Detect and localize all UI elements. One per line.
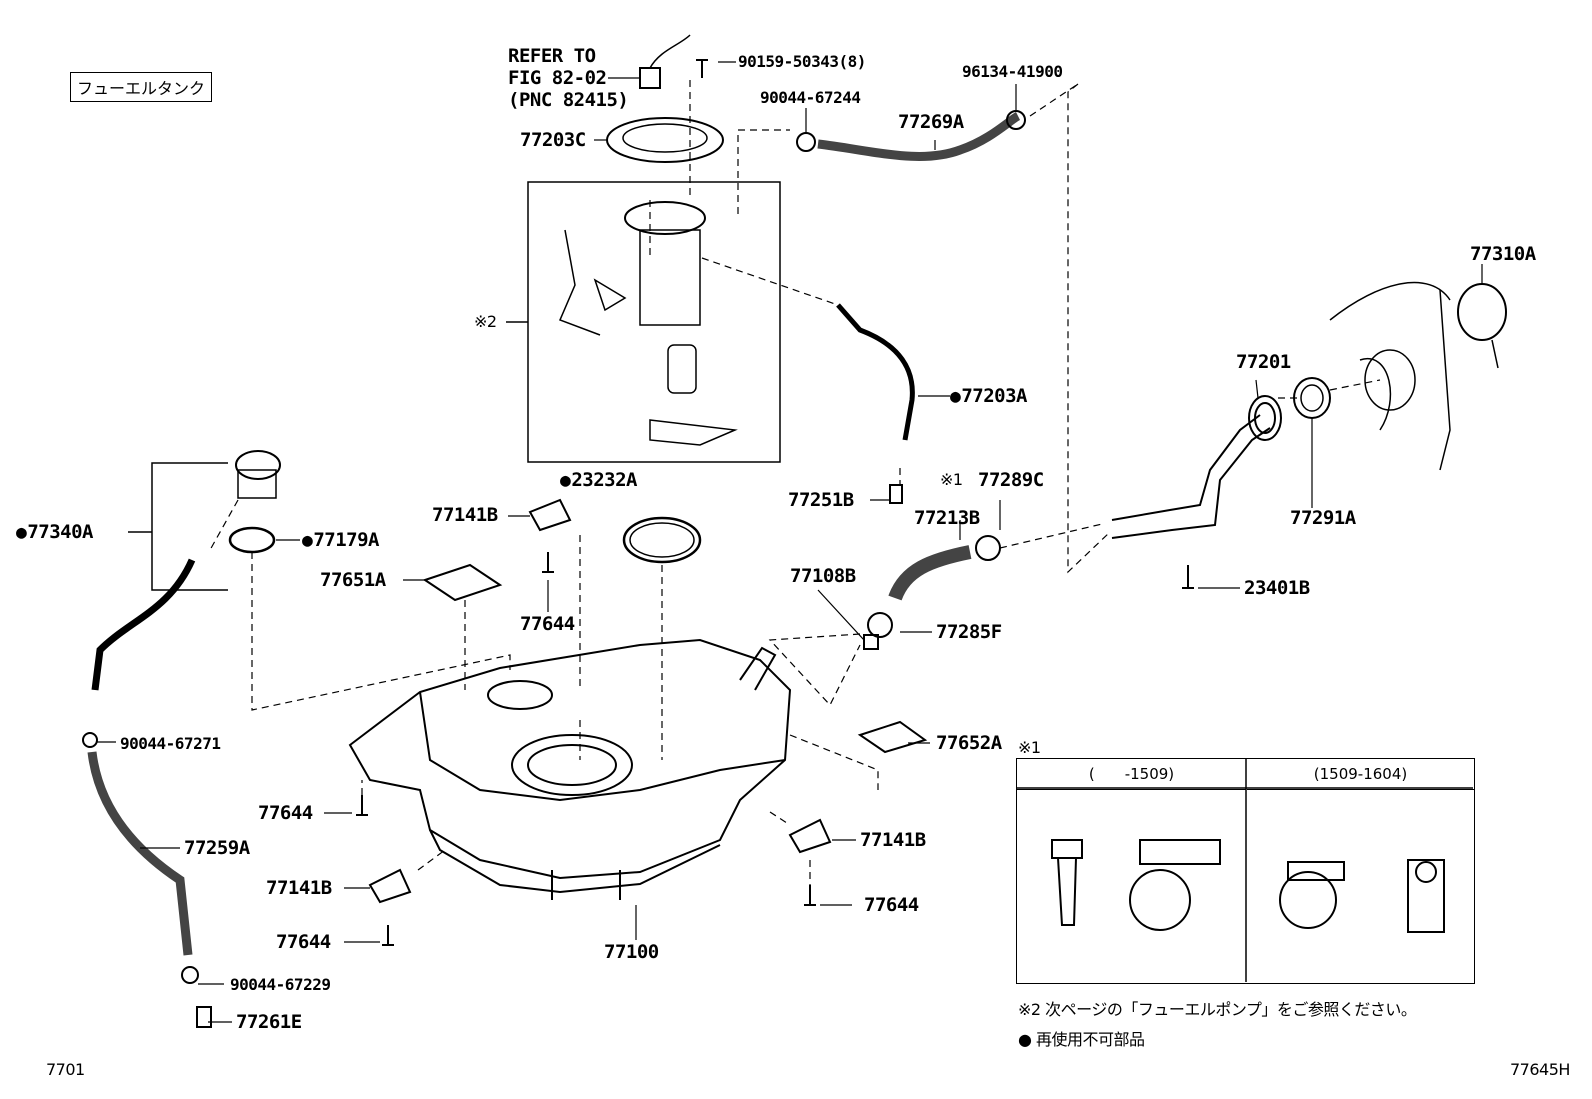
- part-label-77203c[interactable]: 77203C: [520, 129, 586, 151]
- footer-right-code: 77645H: [1510, 1060, 1570, 1079]
- part-label-77340a[interactable]: 77340A: [16, 522, 93, 543]
- part-label-77644-right[interactable]: 77644: [864, 894, 919, 916]
- seal-ring-23232a: [622, 516, 702, 564]
- part-label-77141b-top[interactable]: 77141B: [432, 504, 498, 526]
- part-label-77179a[interactable]: 77179A: [302, 530, 379, 551]
- part-label-90044-67229[interactable]: 90044-67229: [230, 975, 331, 994]
- clamp-type-a: [1051, 839, 1221, 931]
- hose-77213b: [888, 545, 972, 601]
- hose-77203a: [836, 303, 915, 441]
- part-label-77141b-left[interactable]: 77141B: [266, 877, 332, 899]
- part-label-77291a[interactable]: 77291A: [1290, 507, 1356, 529]
- dot-legend-label: 再使用不可部品: [1036, 1030, 1145, 1049]
- gasket-77179a: [228, 526, 276, 554]
- part-label-96134-41900[interactable]: 96134-41900: [962, 62, 1063, 81]
- clamp-variant-table: ( -1509) (1509-1604): [1016, 758, 1475, 984]
- dot-legend-text: ● 再使用不可部品: [1018, 1030, 1145, 1050]
- legend-header-col2: (1509-1604): [1247, 759, 1474, 790]
- hose-77269a: [817, 111, 1021, 161]
- part-label-77213b[interactable]: 77213B: [914, 507, 980, 529]
- fuel-tank-77100: [348, 638, 792, 900]
- part-label-77100[interactable]: 77100: [604, 941, 659, 963]
- note-2-text: ※2 次ページの「フューエルポンプ」をご参照ください。: [1018, 1000, 1417, 1019]
- part-label-77141b-right[interactable]: 77141B: [860, 829, 926, 851]
- part-label-77651a[interactable]: 77651A: [320, 569, 386, 591]
- part-label-23232a[interactable]: 23232A: [560, 470, 637, 491]
- part-label-77289c[interactable]: 77289C: [978, 469, 1044, 491]
- part-label-90044-67271[interactable]: 90044-67271: [120, 734, 221, 753]
- hose-77259a: [87, 751, 193, 956]
- part-label-77644-bottom[interactable]: 77644: [276, 931, 331, 953]
- clamp-type-b: [1279, 859, 1445, 933]
- refer-note-line2: FIG 82-02: [508, 67, 607, 89]
- part-label-77285f[interactable]: 77285F: [936, 621, 1002, 643]
- part-label-77108b[interactable]: 77108B: [790, 565, 856, 587]
- legend-header-col1: ( -1509): [1017, 759, 1246, 790]
- pad-77652a: [857, 720, 928, 754]
- part-label-23401b[interactable]: 23401B: [1244, 577, 1310, 599]
- gasket-77291a: [1293, 377, 1331, 419]
- refer-note-line3: (PNC 82415): [508, 89, 629, 111]
- part-label-77201[interactable]: 77201: [1236, 351, 1291, 373]
- part-label-77652a[interactable]: 77652A: [936, 732, 1002, 754]
- cap-77310a: [1457, 283, 1507, 341]
- part-label-77644-left[interactable]: 77644: [258, 802, 313, 824]
- filler-pipe-77201: [1111, 395, 1282, 539]
- fuel-pump-module: [559, 201, 738, 446]
- hose-77340a: [91, 558, 196, 691]
- note-mark-1: ※1: [940, 470, 963, 489]
- legend-marker: ※1: [1018, 738, 1041, 757]
- part-label-77269a[interactable]: 77269A: [898, 111, 964, 133]
- bracket-77340a: [151, 462, 228, 591]
- footer-left-code: 7701: [46, 1060, 85, 1079]
- pad-77651a: [422, 563, 503, 602]
- diagram-title: フューエルタンク: [70, 72, 213, 102]
- note-mark-2: ※2: [474, 312, 497, 331]
- dot-icon: ●: [1018, 1030, 1037, 1049]
- part-label-77251b[interactable]: 77251B: [788, 489, 854, 511]
- part-label-77259a[interactable]: 77259A: [184, 837, 250, 859]
- part-label-77644-top[interactable]: 77644: [520, 613, 575, 635]
- part-label-77261e[interactable]: 77261E: [236, 1011, 302, 1033]
- part-label-90044-67244[interactable]: 90044-67244: [760, 88, 861, 107]
- refer-note-line1: REFER TO: [508, 45, 596, 67]
- part-label-90159-50343[interactable]: 90159-50343(8): [738, 52, 866, 71]
- part-label-77310a[interactable]: 77310A: [1470, 243, 1536, 265]
- part-label-77203a[interactable]: 77203A: [950, 386, 1027, 407]
